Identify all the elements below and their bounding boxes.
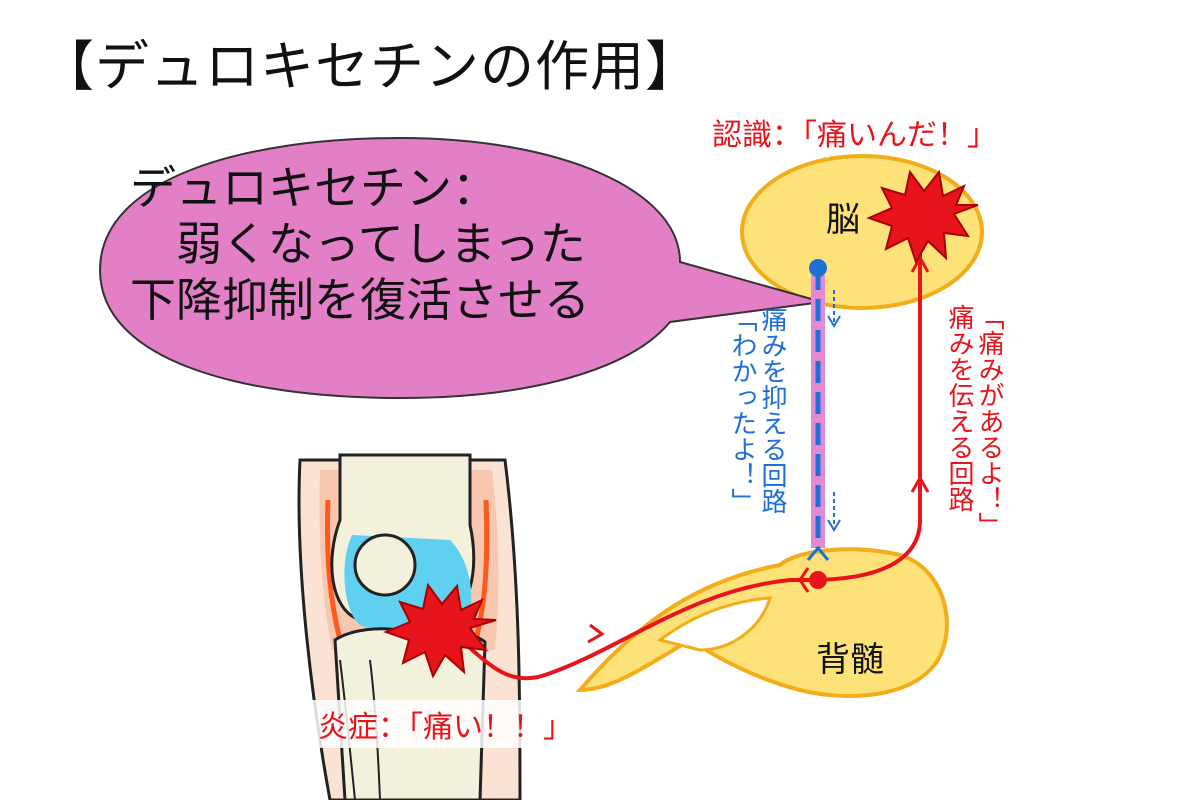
- bubble-line: 弱くなってしまった: [130, 217, 586, 271]
- inflammation-label: 炎症：「痛い！！」: [312, 700, 579, 748]
- pain-burst-icon: [383, 582, 497, 679]
- arrow-up-icon: [910, 474, 930, 493]
- brain-label: 脳: [826, 200, 860, 240]
- recognition-label: 認識：「痛いんだ！」: [712, 118, 997, 153]
- synapse-mark: [798, 567, 810, 593]
- arrow-up-icon-2: [910, 254, 930, 273]
- synapse-dot: [809, 571, 827, 589]
- page-title: 【デュロキセチンの作用】: [40, 35, 700, 98]
- transmit-circuit-line: 痛みを伝える回路: [944, 304, 974, 512]
- inhibit-circuit-label: 痛みを抑える回路 「わかったよ！」: [727, 306, 787, 514]
- spinal-cord: [575, 547, 949, 698]
- arrow-right-icon: [587, 623, 605, 644]
- pain-burst-icon-brain: [866, 169, 979, 265]
- inhibit-circuit-line: 「わかったよ！」: [727, 306, 757, 514]
- transmit-circuit-label: 「痛みがあるよ！」 痛みを伝える回路: [944, 304, 1004, 538]
- inhibit-circuit-line: 痛みを抑える回路: [757, 306, 787, 514]
- arrow-down-icon: [827, 315, 841, 328]
- transmit-circuit-line: 「痛みがあるよ！」: [974, 304, 1004, 538]
- bubble-line: 下降抑制を復活させる: [130, 273, 590, 327]
- inhibition-origin-dot: [809, 259, 827, 277]
- inhibition-terminal: [806, 545, 830, 561]
- bubble-text: デュロキセチン： 弱くなってしまった 下降抑制を復活させる: [130, 160, 590, 328]
- spinal-cord-label: 背髄: [816, 640, 884, 680]
- speech-bubble: [98, 136, 823, 400]
- arrow-down-icon-2: [827, 519, 841, 532]
- bubble-line: デュロキセチン：: [130, 161, 498, 215]
